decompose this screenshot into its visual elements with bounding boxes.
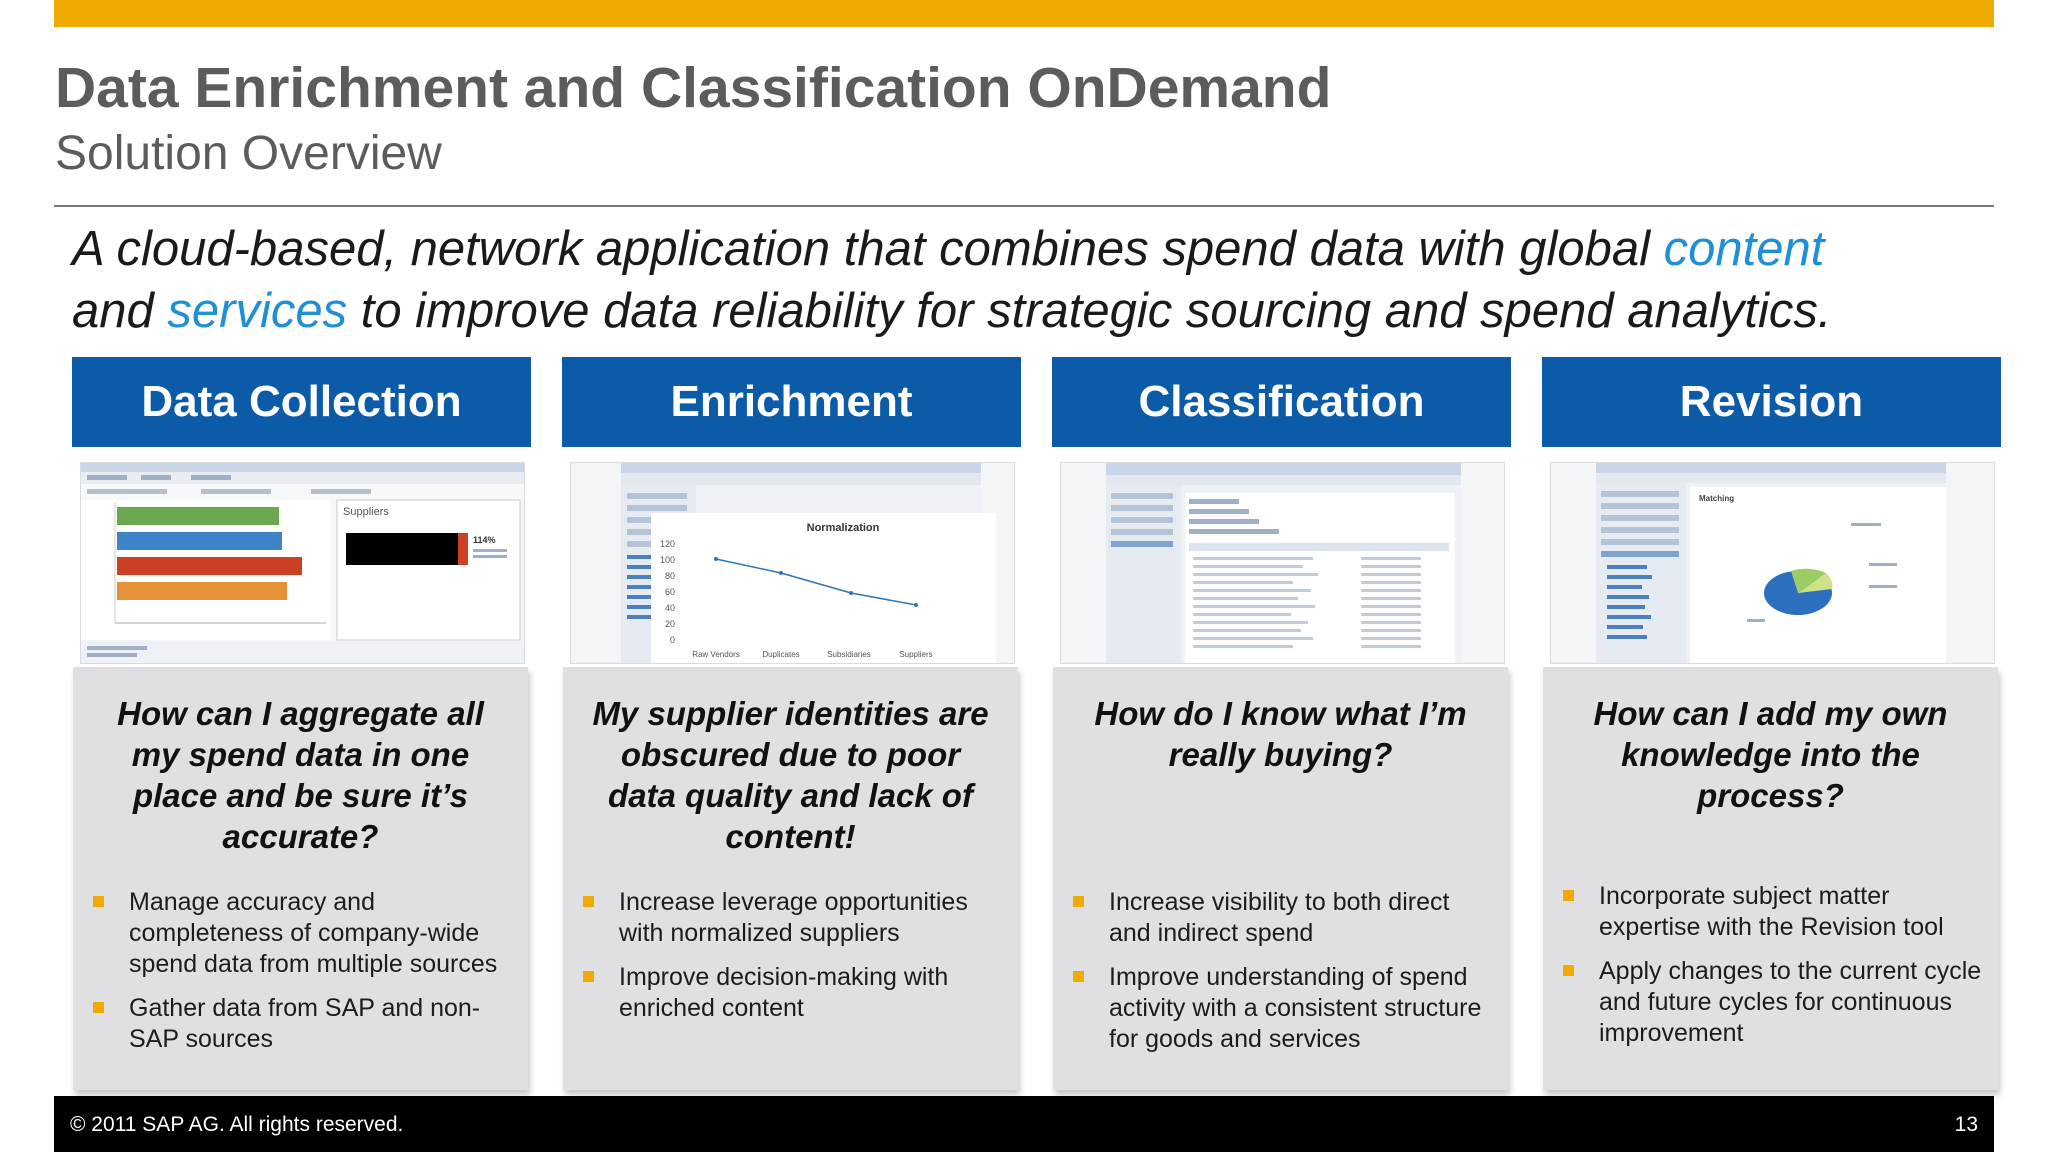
bullet-item: Apply changes to the current cycle and f… [1563, 956, 1982, 1049]
bullet-square-icon [1563, 890, 1574, 901]
question-card: My supplier identities are obscured due … [563, 667, 1018, 1090]
page-subtitle: Solution Overview [55, 127, 442, 180]
bullet-item: Gather data from SAP and non-SAP sources [93, 993, 512, 1055]
question-text: My supplier identities are obscured due … [592, 695, 989, 855]
bullet-item: Increase leverage opportunities with nor… [583, 887, 1002, 949]
bullet-list: Increase leverage opportunities with nor… [583, 887, 1002, 1037]
copyright: © 2011 SAP AG. All rights reserved. [70, 1113, 404, 1136]
classification-screenshot [1060, 462, 1505, 664]
question-text: How can I aggregate all my spend data in… [117, 695, 484, 855]
svg-text:60: 60 [665, 587, 675, 597]
column-revision: Revision Matching [1542, 357, 2001, 1090]
tagline-text: and [72, 284, 168, 338]
suppliers-panel-title: Suppliers [343, 506, 389, 518]
revision-screenshot: Matching [1550, 462, 1995, 664]
question-text: How can I add my own knowledge into the … [1593, 695, 1948, 814]
divider [54, 205, 1994, 207]
column-data-collection: Data Collection Suppliers 114% [72, 357, 531, 1090]
bullet-square-icon [1073, 971, 1084, 982]
svg-text:40: 40 [665, 603, 675, 613]
svg-text:Raw Vendors: Raw Vendors [692, 650, 740, 659]
column-classification: Classification [1052, 357, 1511, 1090]
tagline-highlight-services: services [167, 284, 348, 338]
svg-text:Suppliers: Suppliers [899, 650, 932, 659]
bullet-square-icon [583, 971, 594, 982]
question-card: How can I aggregate all my spend data in… [73, 667, 528, 1090]
question-text: How do I know what I’m really buying? [1094, 695, 1467, 773]
bullet-square-icon [93, 1002, 104, 1013]
svg-text:Subsidiaries: Subsidiaries [827, 650, 871, 659]
svg-text:80: 80 [665, 571, 675, 581]
bullet-list: Increase visibility to both direct and i… [1073, 887, 1492, 1068]
bullet-square-icon [583, 896, 594, 907]
svg-text:120: 120 [660, 539, 675, 549]
revision-thumbnail: Matching [1596, 463, 1946, 663]
bullet-list: Incorporate subject matter expertise wit… [1563, 881, 1982, 1062]
column-header: Enrichment [562, 357, 1021, 447]
bullet-item: Improve understanding of spend activity … [1073, 962, 1492, 1055]
enrichment-thumbnail: Normalization 120 100 80 60 40 20 0 Raw … [621, 463, 996, 663]
accent-bar [54, 0, 1994, 27]
column-header: Revision [1542, 357, 2001, 447]
column-header: Data Collection [72, 357, 531, 447]
tagline-highlight-content: content [1663, 222, 1825, 276]
tagline: A cloud-based, network application that … [72, 218, 2002, 342]
footer: © 2011 SAP AG. All rights reserved. 13 [54, 1096, 1994, 1152]
normalization-chart-title: Normalization [807, 522, 880, 534]
svg-text:Duplicates: Duplicates [762, 650, 799, 659]
data-collection-thumbnail: Suppliers 114% [81, 463, 524, 663]
bullet-square-icon [1073, 896, 1084, 907]
classification-thumbnail [1106, 463, 1461, 663]
tagline-text: A cloud-based, network application that … [72, 222, 1664, 276]
bullet-square-icon [1563, 965, 1574, 976]
data-collection-screenshot: Suppliers 114% [80, 462, 525, 664]
tagline-text: to improve data reliability for strategi… [347, 284, 1832, 338]
bullet-list: Manage accuracy and completeness of comp… [93, 887, 512, 1068]
column-enrichment: Enrichment Normalization 120 100 80 [562, 357, 1021, 1090]
page-number: 13 [1954, 1113, 1978, 1136]
suppliers-percent: 114% [473, 535, 496, 545]
matching-panel-title: Matching [1699, 494, 1734, 503]
enrichment-screenshot: Normalization 120 100 80 60 40 20 0 Raw … [570, 462, 1015, 664]
bullet-item: Incorporate subject matter expertise wit… [1563, 881, 1982, 943]
svg-text:20: 20 [665, 619, 675, 629]
column-header: Classification [1052, 357, 1511, 447]
svg-text:0: 0 [670, 635, 675, 645]
question-card: How can I add my own knowledge into the … [1543, 667, 1998, 1090]
bullet-item: Increase visibility to both direct and i… [1073, 887, 1492, 949]
bullet-square-icon [93, 896, 104, 907]
svg-text:100: 100 [660, 555, 675, 565]
question-card: How do I know what I’m really buying? In… [1053, 667, 1508, 1090]
bullet-item: Improve decision-making with enriched co… [583, 962, 1002, 1024]
bullet-item: Manage accuracy and completeness of comp… [93, 887, 512, 980]
page-title: Data Enrichment and Classification OnDem… [55, 56, 1332, 120]
